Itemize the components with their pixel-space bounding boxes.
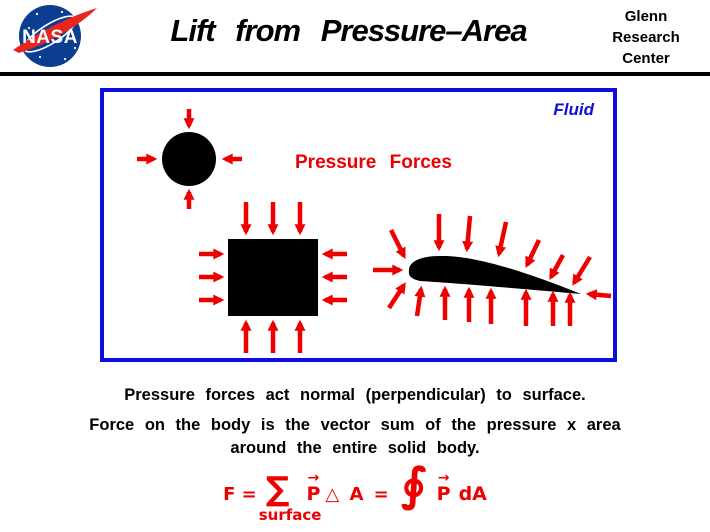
header-divider: [0, 72, 710, 76]
circle-body: [162, 132, 216, 186]
vector-arrow-icon: →: [307, 470, 320, 486]
eq-f-equals: F =: [223, 484, 257, 505]
lift-equation: F = ∑ surface →P △ A = ∮ →P dA: [0, 457, 710, 524]
eq-delta-area: △ A =: [325, 484, 389, 505]
org-line-1: Glenn: [624, 8, 668, 25]
airfoil-body: [408, 255, 581, 294]
org-line-2: Research: [612, 29, 680, 46]
eq-pressure-vector-2: →P: [436, 470, 451, 505]
nasa-logo: NASA: [13, 5, 97, 67]
nasa-logo-swoosh: [13, 8, 97, 53]
note-line-3: around the entire solid body.: [230, 439, 480, 457]
eq-da: dA: [458, 483, 487, 505]
eq-p2: P: [436, 483, 451, 505]
nasa-logo-text: NASA: [22, 27, 78, 48]
org-line-3: Center: [622, 50, 670, 67]
note-line-1: Pressure forces act normal (perpendicula…: [124, 386, 586, 404]
page-title: Lift from Pressure–Area: [170, 13, 527, 48]
eq-p1: P: [306, 483, 321, 505]
fluid-box: Fluid Pressure Forces: [100, 88, 617, 362]
eq-pressure-vector-1: →P: [306, 470, 321, 505]
pressure-diagram: [137, 109, 612, 353]
circle-pressure-arrows: [137, 109, 242, 209]
sigma-symbol: ∑: [265, 469, 290, 508]
pressure-forces-label: Pressure Forces: [295, 152, 452, 173]
airfoil-pressure-arrows: [373, 214, 612, 326]
eq-summation: ∑ surface: [259, 469, 322, 524]
vector-arrow-icon: →: [437, 470, 450, 486]
eq-sum-label: surface: [258, 506, 322, 524]
square-body: [228, 239, 318, 316]
square-pressure-arrows: [199, 202, 347, 353]
org-name: Glenn Research Center: [594, 6, 698, 69]
fluid-label: Fluid: [553, 100, 594, 119]
contour-integral-symbol: ∮: [400, 457, 427, 511]
note-line-2: Force on the body is the vector sum of t…: [89, 416, 621, 434]
